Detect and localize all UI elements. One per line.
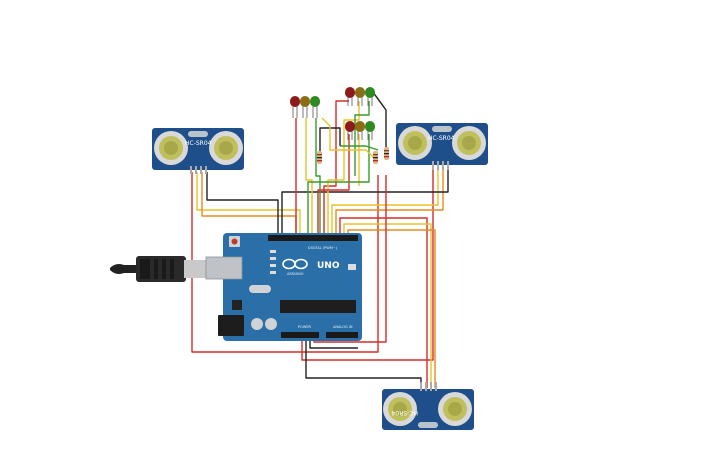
wire-res-link[interactable] — [321, 117, 375, 159]
analog-header — [326, 332, 358, 338]
usb-port — [205, 256, 243, 280]
led-yellow-right-top[interactable] — [355, 87, 365, 106]
wire-led-l-green[interactable] — [315, 118, 321, 236]
sensor-left-label: HC-SR04 — [185, 140, 212, 147]
led-red-left[interactable] — [290, 96, 300, 118]
wire-led-r1-red[interactable] — [323, 100, 349, 236]
wire-res-gnd-1[interactable] — [369, 87, 387, 150]
power-header-label: POWER — [298, 325, 312, 329]
wire-bottom-trig[interactable] — [343, 223, 432, 388]
digital-header-label: DIGITAL (PWM~) — [308, 246, 338, 250]
digital-header — [268, 235, 358, 241]
led-group-left — [290, 96, 320, 118]
board-model-label: UNO — [317, 261, 340, 271]
led-red-right-top[interactable] — [345, 87, 355, 106]
wire-right-vcc[interactable] — [301, 170, 434, 361]
usb-cable[interactable] — [110, 256, 208, 282]
led-green-left[interactable] — [310, 96, 320, 118]
led-yellow-left[interactable] — [300, 96, 310, 118]
resistors — [317, 147, 389, 164]
board-brand-label: ARDUINO — [287, 272, 304, 276]
led-group-right-top — [345, 87, 375, 106]
led-green-right-top[interactable] — [365, 87, 375, 106]
led-group-right-mid — [345, 121, 375, 140]
arduino-logo-icon — [282, 258, 308, 270]
led-green-right-mid[interactable] — [365, 121, 375, 140]
wire-res-link-2[interactable] — [340, 145, 379, 151]
wire-left-gnd[interactable] — [206, 172, 279, 236]
wire-bottom-gnd[interactable] — [305, 335, 422, 388]
wire-right-trig[interactable] — [331, 170, 439, 236]
power-jack — [218, 315, 244, 336]
led-yellow-right-mid[interactable] — [355, 121, 365, 140]
wire-right-gnd[interactable] — [281, 170, 449, 236]
wire-led-l-yellow[interactable] — [305, 118, 313, 236]
ultrasonic-sensor-left[interactable]: HC-SR04 — [152, 128, 244, 174]
sensor-bottom-label: HC-SR04 — [391, 409, 418, 416]
ultrasonic-sensor-right[interactable]: HC-SR04 — [396, 123, 488, 170]
wire-right-echo[interactable] — [335, 170, 444, 236]
sensor-right-label: HC-SR04 — [428, 135, 455, 142]
wire-led-r2-green[interactable] — [307, 134, 370, 236]
wire-left-trig[interactable] — [196, 172, 301, 236]
resistor-2[interactable] — [373, 151, 378, 164]
arduino-uno-board[interactable]: DIGITAL (PWM~) UNO ARDUINO POWER ANALOG … — [205, 233, 362, 341]
led-red-right-mid[interactable] — [345, 121, 355, 140]
power-header — [281, 332, 319, 338]
wire-led-r2-red[interactable] — [317, 134, 350, 236]
ultrasonic-sensor-bottom[interactable]: HC-SR04 — [382, 382, 474, 430]
analog-header-label: ANALOG IN — [333, 325, 353, 329]
resistor-3[interactable] — [384, 147, 389, 160]
resistor-1[interactable] — [317, 151, 322, 164]
wire-bottom-vcc[interactable] — [339, 217, 428, 388]
atmega-chip — [280, 300, 356, 313]
